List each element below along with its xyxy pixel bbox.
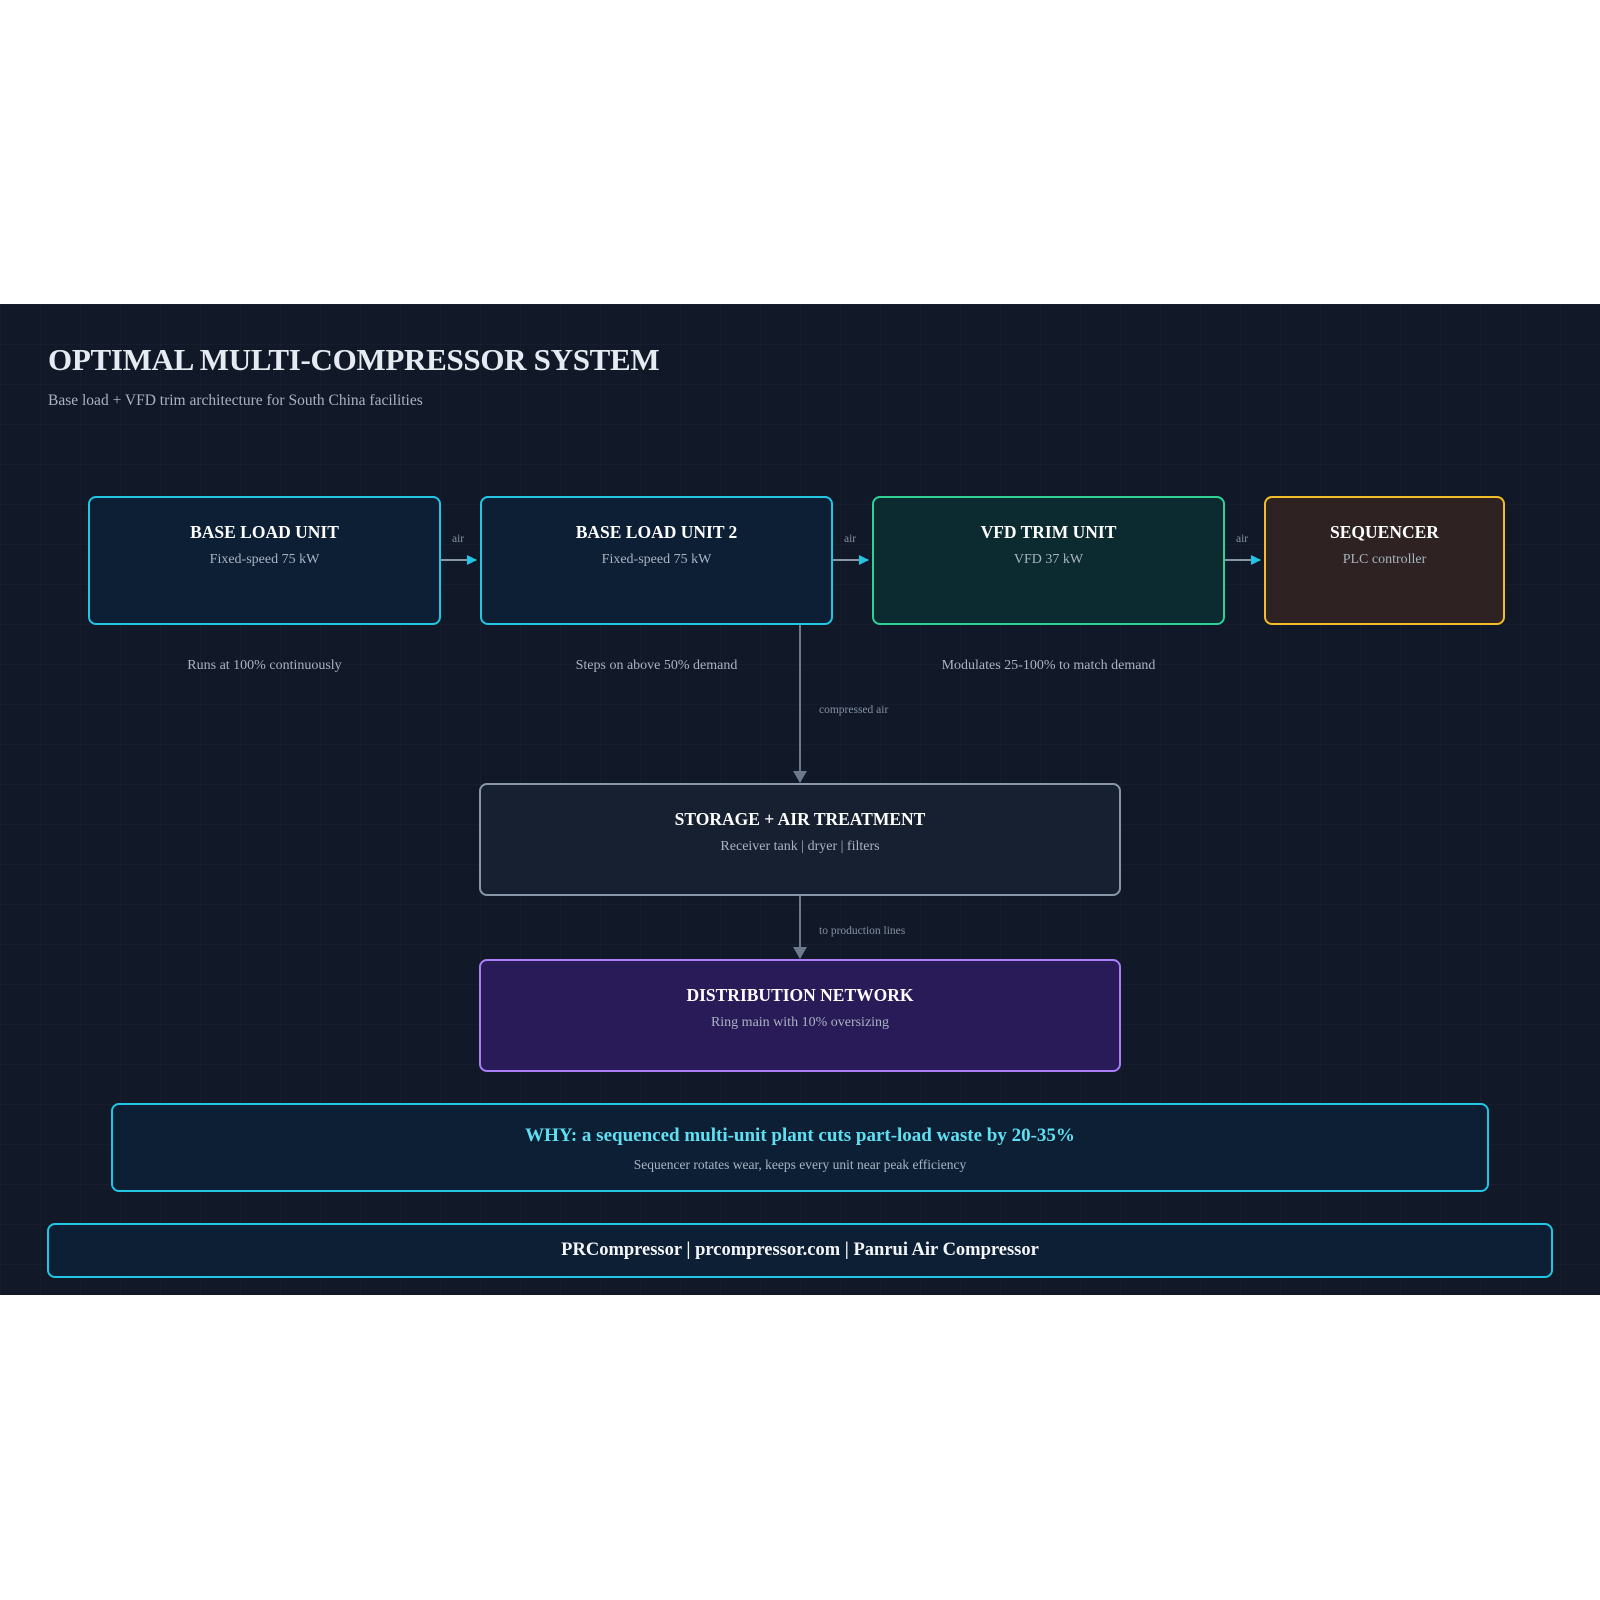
node-title: BASE LOAD UNIT 2 — [575, 522, 738, 542]
node-title: DISTRIBUTION NETWORK — [686, 985, 914, 1005]
node-note: Runs at 100% continuously — [187, 658, 342, 673]
page-title: OPTIMAL MULTI-COMPRESSOR SYSTEM — [48, 342, 660, 377]
why-title: WHY: a sequenced multi-unit plant cuts p… — [525, 1125, 1075, 1146]
why-subtitle: Sequencer rotates wear, keeps every unit… — [633, 1157, 967, 1172]
node-storage-air-treatment: STORAGE + AIR TREATMENT Receiver tank | … — [479, 783, 1121, 896]
node-subtitle: Fixed-speed 75 kW — [601, 552, 712, 567]
edge-label-air: air — [844, 533, 857, 545]
node-base-load-unit: BASE LOAD UNIT Fixed-speed 75 kW — [88, 496, 441, 625]
footer-text: PRCompressor | prcompressor.com | Panrui… — [561, 1240, 1039, 1260]
node-title: VFD TRIM UNIT — [980, 522, 1117, 542]
node-subtitle: PLC controller — [1342, 552, 1427, 567]
why-callout: WHY: a sequenced multi-unit plant cuts p… — [111, 1103, 1489, 1192]
node-note: Steps on above 50% demand — [575, 658, 738, 673]
node-base-load-unit-2: BASE LOAD UNIT 2 Fixed-speed 75 kW — [480, 496, 833, 625]
footer-banner: PRCompressor | prcompressor.com | Panrui… — [47, 1223, 1553, 1278]
diagram-panel: OPTIMAL MULTI-COMPRESSOR SYSTEM Base loa… — [0, 304, 1600, 1295]
connector-layer — [441, 555, 1261, 959]
node-note: Modulates 25-100% to match demand — [941, 658, 1156, 673]
edge-label-air: air — [1236, 533, 1249, 545]
node-distribution-network: DISTRIBUTION NETWORK Ring main with 10% … — [479, 959, 1121, 1072]
edge-label-compressed-air: compressed air — [819, 704, 889, 716]
node-title: BASE LOAD UNIT — [190, 522, 339, 542]
node-subtitle: VFD 37 kW — [1013, 552, 1084, 567]
edge-label-air: air — [452, 533, 465, 545]
node-subtitle: Ring main with 10% oversizing — [710, 1015, 890, 1030]
node-sequencer: SEQUENCER PLC controller — [1264, 496, 1505, 625]
node-subtitle: Fixed-speed 75 kW — [209, 552, 320, 567]
node-title: STORAGE + AIR TREATMENT — [674, 809, 926, 829]
node-subtitle: Receiver tank | dryer | filters — [720, 839, 880, 854]
node-title: SEQUENCER — [1330, 522, 1439, 542]
edge-label-production-lines: to production lines — [819, 925, 906, 937]
page-subtitle: Base load + VFD trim architecture for So… — [48, 392, 423, 409]
node-vfd-trim-unit: VFD TRIM UNIT VFD 37 kW — [872, 496, 1225, 625]
